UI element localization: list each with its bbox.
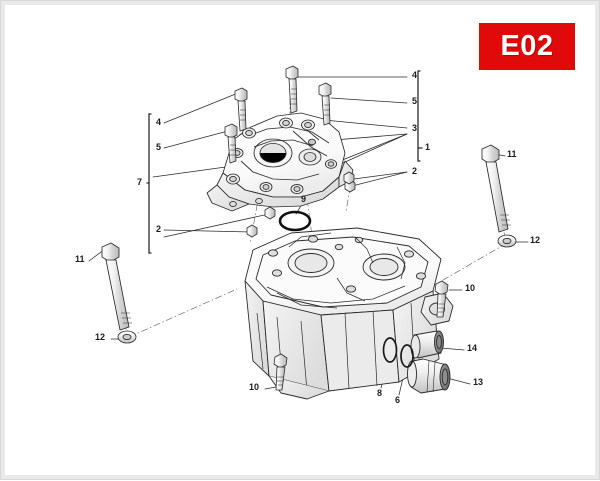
callout-5-right: 5 <box>412 96 418 106</box>
callout-3-upper: 3 <box>412 123 418 133</box>
callout-12-left: 12 <box>95 332 106 342</box>
callout-8-oring: 8 <box>377 388 383 398</box>
callout-1-right: 1 <box>425 142 431 152</box>
callout-5-left: 5 <box>156 142 162 152</box>
callout-10-right: 10 <box>465 283 476 293</box>
callout-6-oring: 6 <box>395 395 401 405</box>
camshaft-housing-part <box>206 112 354 212</box>
callout-2-right: 2 <box>412 166 418 176</box>
diagram-code-badge: E02 <box>479 23 575 70</box>
callout-12-right: 12 <box>530 235 541 245</box>
callout-13-filter: 13 <box>473 377 484 387</box>
callout-14-sleeve: 14 <box>467 343 478 353</box>
callout-9-oring: 9 <box>301 194 307 204</box>
callout-11-right: 11 <box>507 149 517 159</box>
callout-10-bottom: 10 <box>249 382 260 392</box>
o-ring-9-part <box>278 210 312 232</box>
leader-lines-group <box>88 70 529 396</box>
callout-2-left: 2 <box>156 224 162 234</box>
cylinder-head-stud-bolts <box>101 144 517 344</box>
camshaft-cap-bolts <box>224 65 356 238</box>
filter-sleeve-14-part <box>410 330 444 359</box>
callout-7-left: 7 <box>137 177 143 187</box>
hex-bolts-10 <box>273 280 449 391</box>
oil-filter-cartridge-13-part <box>407 358 451 394</box>
callout-11-left: 11 <box>75 254 85 264</box>
callout-4-right: 4 <box>412 70 418 80</box>
filter-o-rings <box>382 337 414 368</box>
callout-4-left: 4 <box>156 117 162 127</box>
